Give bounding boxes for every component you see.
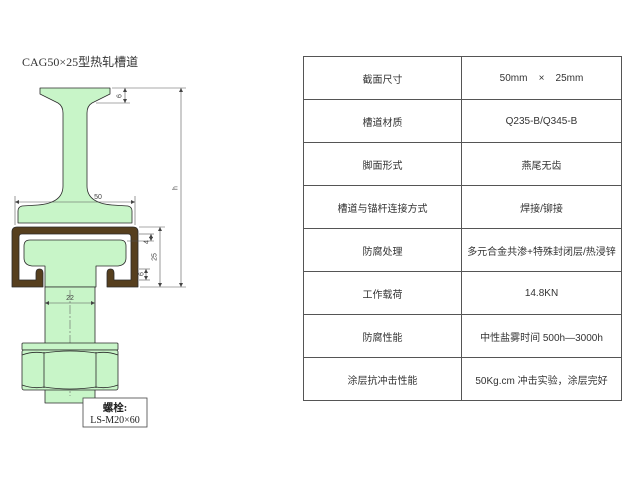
bolt-label-box: [82, 397, 148, 428]
spec-value: 14.8KN: [461, 271, 622, 315]
spec-row: 脚面形式 燕尾无齿: [303, 142, 622, 186]
dim-top: 6: [96, 88, 130, 104]
washer: [21, 342, 119, 351]
spec-label: 工作载荷: [303, 271, 462, 315]
bolt-label-heading: 螺栓:: [103, 401, 128, 414]
nut-chamfer-bottom: [21, 384, 119, 390]
dim-depth: 25: [139, 226, 165, 287]
nut-chamfer-top: [21, 350, 119, 356]
spec-value: 焊接/铆接: [461, 185, 622, 229]
spec-row: 槽道材质 Q235-B/Q345-B: [303, 99, 622, 143]
spec-value: 多元合金共渗+特殊封闭层/热浸锌: [461, 228, 622, 272]
spec-table: 截面尺寸 50mm × 25mm 槽道材质 Q235-B/Q345-B 脚面形式…: [303, 56, 622, 401]
spec-table-body: 截面尺寸 50mm × 25mm 槽道材质 Q235-B/Q345-B 脚面形式…: [303, 56, 622, 401]
dim-h-label: h: [173, 186, 180, 190]
page-title: CAG50×25型热轧槽道: [22, 55, 139, 69]
bolt-label: 螺栓: LS-M20×60: [82, 397, 148, 428]
dim-wall-label: 4: [144, 240, 151, 244]
dim-bolt-label: 22: [66, 295, 74, 302]
spec-row: 槽道与锚杆连接方式 焊接/铆接: [303, 185, 622, 229]
spec-value: 50Kg.cm 冲击实验，涂层完好: [461, 357, 622, 401]
c-channel: [11, 226, 139, 288]
spec-label: 槽道与锚杆连接方式: [303, 185, 462, 229]
spec-label: 截面尺寸: [303, 56, 462, 100]
spec-label: 槽道材质: [303, 99, 462, 143]
spec-row: 工作载荷 14.8KN: [303, 271, 622, 315]
hex-nut: [21, 349, 119, 391]
dim-wall: 4: [127, 233, 154, 244]
spec-value: 燕尾无齿: [461, 142, 622, 186]
spec-label: 防腐处理: [303, 228, 462, 272]
dim-depth-label: 25: [152, 253, 159, 261]
dim-top-label: 6: [117, 94, 124, 98]
anchor-rail: [17, 87, 133, 224]
spec-value: Q235-B/Q345-B: [461, 99, 622, 143]
bolt-label-spec: LS-M20×60: [90, 415, 140, 426]
dim-lip-label: 6: [139, 272, 146, 276]
dim-bolt: 22: [45, 295, 95, 305]
channel-diagram: h 6 50 25 4 6 22 螺栓: LS: [11, 87, 186, 428]
spec-label: 脚面形式: [303, 142, 462, 186]
dim-width: 50: [14, 194, 136, 225]
nut-body: [21, 349, 119, 391]
dim-lip: 6: [139, 268, 150, 281]
spec-value: 中性盐雾时间 500h—3000h: [461, 314, 622, 358]
spec-label: 防腐性能: [303, 314, 462, 358]
spec-row: 防腐性能 中性盐雾时间 500h—3000h: [303, 314, 622, 358]
spec-value: 50mm × 25mm: [461, 56, 622, 100]
spec-row: 涂层抗冲击性能 50Kg.cm 冲击实验，涂层完好: [303, 357, 622, 401]
spec-row: 防腐处理 多元合金共渗+特殊封闭层/热浸锌: [303, 228, 622, 272]
dim-width-label: 50: [94, 194, 102, 201]
spec-row: 截面尺寸 50mm × 25mm: [303, 56, 622, 100]
t-bolt-head: [23, 239, 127, 288]
spec-label: 涂层抗冲击性能: [303, 357, 462, 401]
